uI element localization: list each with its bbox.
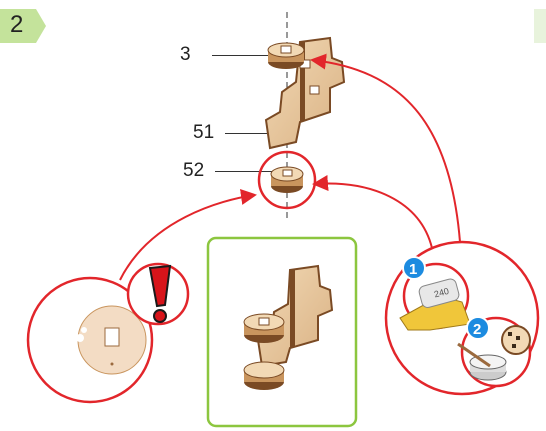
callout-1-badge: 1 bbox=[403, 257, 425, 279]
arrow-tools-to-3 bbox=[312, 60, 460, 242]
part-52-disc bbox=[271, 167, 303, 193]
callout-2-badge: 2 bbox=[467, 317, 489, 339]
part-3-disc bbox=[268, 43, 304, 69]
callout-2-number: 2 bbox=[473, 321, 481, 338]
callout-1-number: 1 bbox=[409, 261, 417, 278]
